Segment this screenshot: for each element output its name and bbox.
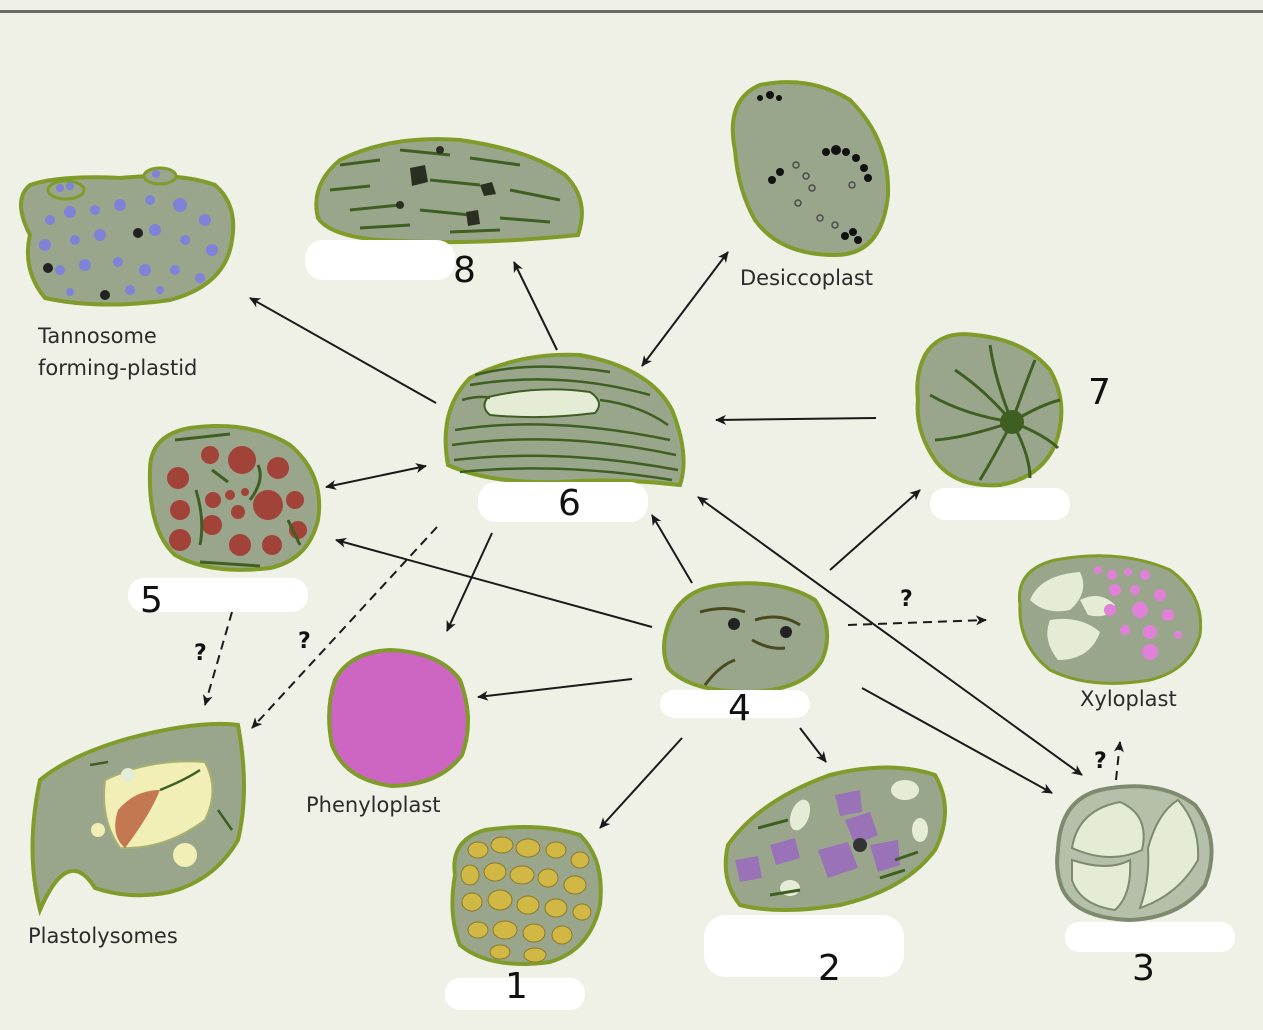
number-3: 3 bbox=[1132, 948, 1155, 989]
tannosome-label-line1: Tannosome bbox=[37, 324, 157, 348]
number-1: 1 bbox=[505, 966, 528, 1007]
question-mark-5-plastolysomes: ? bbox=[194, 641, 207, 666]
number-6: 6 bbox=[558, 483, 581, 524]
number-7: 7 bbox=[1088, 372, 1111, 413]
desiccoplast-label: Desiccoplast bbox=[740, 266, 873, 290]
plastid-5 bbox=[150, 426, 319, 570]
plastid-1 bbox=[452, 827, 600, 964]
number-2: 2 bbox=[818, 948, 841, 989]
number-8: 8 bbox=[453, 250, 476, 291]
question-mark-3-xyloplast: ? bbox=[1094, 749, 1107, 774]
plastolysomes-label: Plastolysomes bbox=[28, 924, 178, 948]
phenyloplast bbox=[329, 650, 468, 786]
xyloplast-label: Xyloplast bbox=[1080, 687, 1177, 711]
tannosome-forming-plastid bbox=[21, 168, 233, 305]
number-4: 4 bbox=[728, 688, 751, 729]
phenyloplast-label: Phenyloplast bbox=[306, 793, 441, 817]
top-rule bbox=[0, 10, 1263, 13]
question-mark-6-plastolysomes: ? bbox=[298, 629, 311, 654]
question-mark-4-xyloplast: ? bbox=[900, 587, 913, 612]
plastid-4 bbox=[664, 583, 827, 692]
plastid-3 bbox=[1057, 786, 1211, 920]
number-5: 5 bbox=[140, 580, 163, 621]
xyloplast bbox=[1019, 556, 1200, 684]
tannosome-label-line2: forming-plastid bbox=[38, 356, 197, 380]
